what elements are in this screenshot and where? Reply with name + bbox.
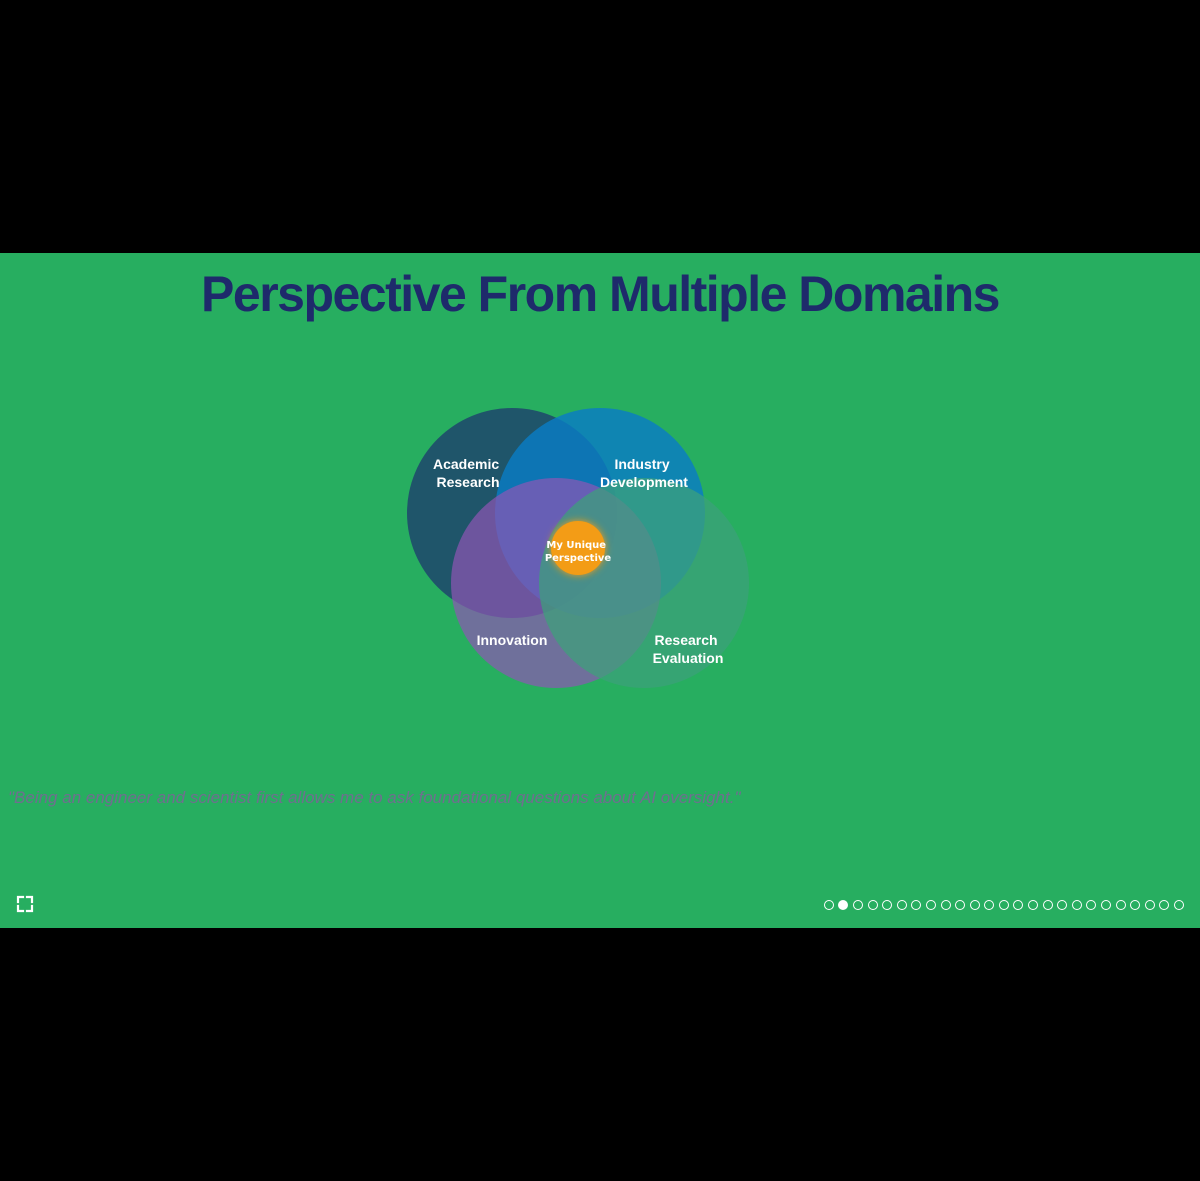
slide-dot-18[interactable]: [1071, 900, 1082, 910]
venn-label-research-evaluation: Research Evaluation: [653, 632, 724, 666]
slide-dot-8[interactable]: [925, 900, 936, 910]
venn-center-label: My Unique Perspective: [545, 540, 612, 564]
slide-dot-22[interactable]: [1130, 900, 1141, 910]
slide-dot-9[interactable]: [940, 900, 951, 910]
slide-dot-17[interactable]: [1057, 900, 1068, 910]
slide-dot-14[interactable]: [1013, 900, 1024, 910]
slide-quote: "Being an engineer and scientist first a…: [8, 788, 741, 807]
slide-dot-13[interactable]: [998, 900, 1009, 910]
slide-dot-7[interactable]: [911, 900, 922, 910]
slide-dot-1[interactable]: [823, 900, 834, 910]
slide-pagination: [823, 900, 1184, 910]
slide: Perspective From Multiple Domains Academ…: [0, 253, 1200, 928]
slide-dot-15[interactable]: [1028, 900, 1039, 910]
slide-dot-5[interactable]: [882, 900, 893, 910]
fullscreen-button[interactable]: [15, 894, 35, 914]
slide-dot-19[interactable]: [1086, 900, 1097, 910]
slide-dot-21[interactable]: [1115, 900, 1126, 910]
slide-dot-10[interactable]: [955, 900, 966, 910]
slide-title: Perspective From Multiple Domains: [201, 266, 1000, 322]
venn-center-circle: [551, 521, 605, 575]
slide-dot-6[interactable]: [896, 900, 907, 910]
venn-label-industry-development: Industry Development: [600, 456, 688, 490]
slide-dot-23[interactable]: [1144, 900, 1155, 910]
slide-dot-24[interactable]: [1159, 900, 1170, 910]
venn-diagram: Academic Research Industry Development I…: [407, 408, 749, 688]
fullscreen-icon: [16, 895, 34, 913]
venn-label-academic-research: Academic Research: [433, 456, 503, 490]
slide-dot-3[interactable]: [852, 900, 863, 910]
slide-dot-11[interactable]: [969, 900, 980, 910]
slide-dot-25[interactable]: [1174, 900, 1184, 910]
venn-label-innovation: Innovation: [477, 632, 548, 648]
slide-dot-4[interactable]: [867, 900, 878, 910]
slide-dot-2[interactable]: [838, 900, 849, 910]
slide-dot-16[interactable]: [1042, 900, 1053, 910]
slide-dot-20[interactable]: [1101, 900, 1112, 910]
slide-dot-12[interactable]: [984, 900, 995, 910]
